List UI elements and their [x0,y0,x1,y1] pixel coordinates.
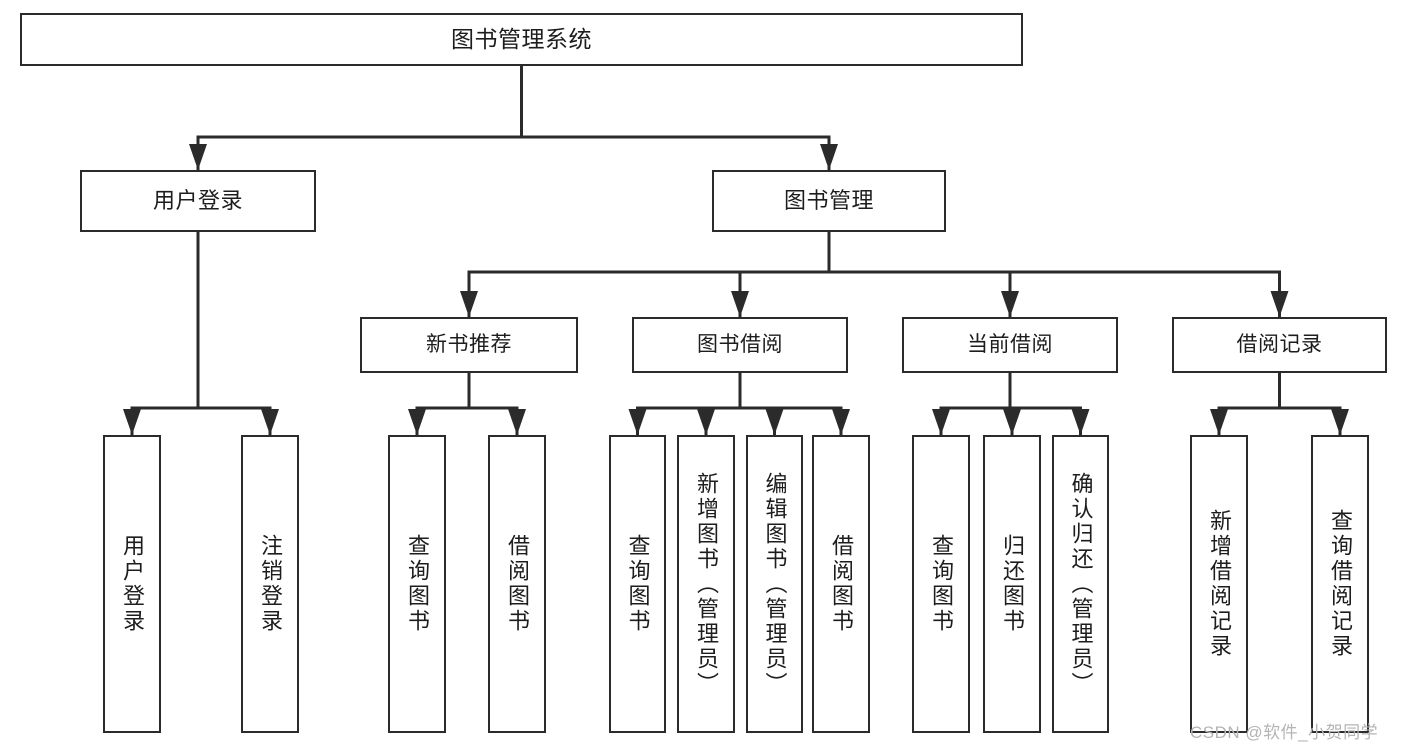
arrowhead-leaf-query-record [1331,409,1349,435]
arrowhead-current-borrow [1001,291,1019,317]
node-borrow-record[interactable]: 借阅记录 [1172,317,1387,373]
node-book-manage[interactable]: 图书管理 [712,170,946,232]
node-label-leaf-borrow-book-1: 借阅图书 [505,534,530,634]
node-leaf-query-book-3[interactable]: 查询图书 [912,435,970,733]
arrowhead-leaf-add-book [697,409,715,435]
node-label-new-book-rec: 新书推荐 [426,332,512,356]
node-leaf-add-book[interactable]: 新增图书（管理员） [677,435,735,733]
node-leaf-query-record[interactable]: 查询借阅记录 [1311,435,1369,733]
node-leaf-query-book-2[interactable]: 查询图书 [609,435,666,733]
node-label-leaf-query-book-3: 查询图书 [929,534,954,634]
node-leaf-confirm-return[interactable]: 确认归还（管理员） [1052,435,1109,733]
node-label-leaf-query-record: 查询借阅记录 [1328,509,1353,659]
node-leaf-query-book-1[interactable]: 查询图书 [388,435,446,733]
node-label-leaf-borrow-book-2: 借阅图书 [829,534,854,634]
node-label-book-manage: 图书管理 [783,188,874,214]
arrowhead-leaf-confirm-return [1071,409,1090,435]
arrowhead-leaf-query-book-3 [932,409,950,435]
node-label-leaf-add-record: 新增借阅记录 [1207,509,1232,659]
arrowhead-leaf-query-book-1 [408,409,426,435]
node-leaf-user-logout[interactable]: 注销登录 [241,435,299,733]
node-user-login[interactable]: 用户登录 [80,170,316,232]
node-label-leaf-add-book: 新增图书（管理员） [694,471,719,697]
node-leaf-user-login[interactable]: 用户登录 [103,435,161,733]
arrowhead-leaf-query-book-2 [628,409,647,435]
node-label-leaf-edit-book: 编辑图书（管理员） [762,471,788,697]
arrowhead-leaf-borrow-book-1 [508,409,526,435]
arrowhead-leaf-user-logout [261,409,279,435]
arrowhead-leaf-user-login [123,409,141,435]
node-label-user-login: 用户登录 [152,188,243,214]
node-label-root: 图书管理系统 [451,25,592,52]
node-book-borrow[interactable]: 图书借阅 [632,317,848,373]
arrowhead-leaf-edit-book [765,409,784,435]
node-leaf-edit-book[interactable]: 编辑图书（管理员） [746,435,803,733]
node-leaf-borrow-book-2[interactable]: 借阅图书 [812,435,870,733]
node-label-borrow-record: 借阅记录 [1236,332,1323,356]
node-leaf-add-record[interactable]: 新增借阅记录 [1190,435,1248,733]
node-label-leaf-return-book: 归还图书 [1000,534,1025,634]
node-label-current-borrow: 当前借阅 [967,332,1053,356]
node-label-leaf-confirm-return: 确认归还（管理员） [1068,471,1094,697]
arrowhead-book-manage [820,144,838,170]
node-current-borrow[interactable]: 当前借阅 [902,317,1118,373]
arrowhead-book-borrow [731,291,749,317]
node-leaf-borrow-book-1[interactable]: 借阅图书 [488,435,546,733]
arrowhead-borrow-record [1270,291,1289,317]
node-label-leaf-user-login: 用户登录 [120,534,145,634]
arrowhead-new-book-rec [460,291,478,317]
node-label-leaf-query-book-2: 查询图书 [625,534,651,634]
node-label-leaf-query-book-1: 查询图书 [405,534,430,634]
node-root[interactable]: 图书管理系统 [20,13,1023,66]
node-label-leaf-user-logout: 注销登录 [258,534,283,634]
node-new-book-rec[interactable]: 新书推荐 [360,317,578,373]
node-label-book-borrow: 图书借阅 [697,332,783,356]
arrowhead-leaf-return-book [1003,409,1021,435]
arrowhead-leaf-add-record [1210,409,1228,435]
arrowhead-leaf-borrow-book-2 [832,409,850,435]
arrowhead-user-login [189,144,207,170]
node-leaf-return-book[interactable]: 归还图书 [983,435,1041,733]
